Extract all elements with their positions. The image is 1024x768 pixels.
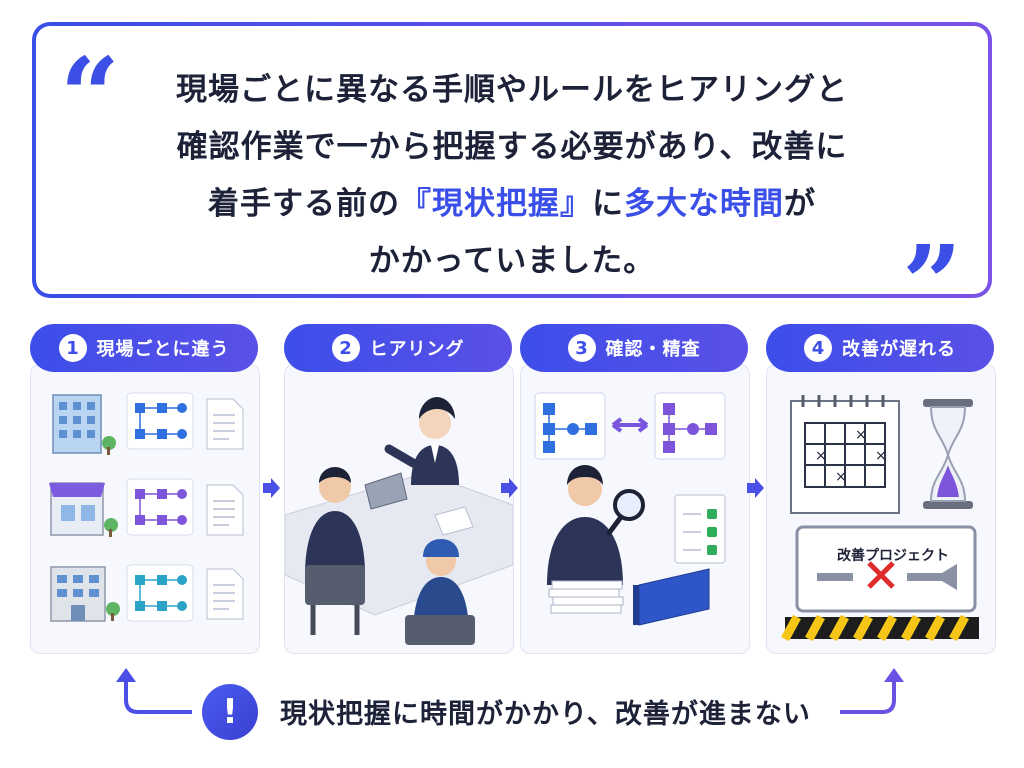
step-1-title: 現場ごとに違う — [96, 339, 230, 360]
step-1: 1 現場ごとに違う — [30, 324, 260, 654]
step-2: 2 ヒアリング — [284, 324, 514, 654]
delay-illustration: × × × × — [781, 395, 979, 642]
step-3-title: 確認・精査 — [605, 339, 701, 360]
step-3-number: 3 — [567, 334, 596, 362]
step-2-header: 2 ヒアリング — [284, 324, 512, 372]
hourglass-icon — [923, 399, 973, 509]
office-building-icon — [52, 394, 116, 455]
calendar-icon: × × × × — [790, 395, 900, 514]
laptop-icon — [364, 472, 408, 510]
bottom-message: 現状把握に時間がかかり、改善が進まない — [280, 699, 811, 730]
barrier-icon — [781, 614, 979, 642]
step-3-panel — [520, 364, 750, 654]
document-icon — [206, 568, 244, 620]
quote-line-2: 確認作業で一から把握する必要があり、改善に — [176, 129, 848, 165]
step-3: 3 確認・精査 — [520, 324, 750, 654]
sites-illustration — [49, 392, 244, 622]
flow-diagram-icon — [126, 564, 194, 622]
quote-line-3: 着手する前の『現状把握』に多大な時間が — [36, 176, 988, 233]
arrow-right-icon — [263, 478, 280, 498]
step-4-panel: × × × × 改善プロジェクト — [766, 364, 996, 654]
shop-building-icon — [49, 482, 118, 537]
document-icon — [206, 484, 244, 536]
project-sign-label: 改善プロジェクト — [837, 548, 949, 564]
quote-line-3-a: 着手する前の — [208, 186, 400, 222]
close-quote-icon: ” — [902, 222, 962, 345]
quote-line-4: かかっていました。 — [368, 243, 656, 279]
open-quote-icon: “ — [60, 34, 120, 157]
quote-line-3-c: が — [784, 186, 816, 222]
review-illustration — [534, 392, 726, 626]
quote-line-3-b: に — [592, 186, 624, 222]
project-sign-icon — [795, 525, 977, 613]
compare-arrows-icon — [611, 417, 649, 433]
flow-diagram-icon — [534, 392, 606, 460]
interviewer-person-icon — [384, 397, 459, 485]
svg-text:×: × — [875, 448, 887, 464]
quote-highlight-time: 多大な時間 — [624, 186, 784, 222]
step-1-header: 1 現場ごとに違う — [30, 324, 258, 372]
step-2-number: 2 — [331, 334, 360, 362]
quote-line-1: 現場ごとに異なる手順やルールをヒアリングと — [176, 72, 848, 108]
document-icon — [434, 506, 474, 536]
step-4-title: 改善が遅れる — [842, 339, 956, 360]
binder-icon — [633, 568, 710, 626]
paper-stack-icon — [548, 580, 624, 614]
step-4-header: 4 改善が遅れる — [766, 324, 994, 372]
reviewer-person-icon — [547, 465, 623, 585]
loop-arrow-left-icon — [116, 668, 192, 714]
step-2-title: ヒアリング — [369, 339, 465, 360]
flow-diagram-icon — [654, 392, 726, 460]
step-2-panel — [284, 364, 514, 654]
step-4-number: 4 — [804, 334, 832, 362]
step-4: × × × × 改善プロジェクト 4 — [766, 324, 996, 654]
warning-icon: ! — [202, 684, 258, 740]
arrow-right-icon — [747, 478, 764, 498]
svg-text:×: × — [815, 448, 827, 464]
checklist-icon — [674, 494, 726, 564]
magnifier-icon — [606, 489, 645, 536]
hotel-building-icon — [50, 566, 120, 622]
svg-text:×: × — [835, 469, 847, 485]
arrow-right-icon — [501, 478, 518, 498]
document-icon — [206, 398, 244, 450]
quote-text: 現場ごとに異なる手順やルールをヒアリングと 確認作業で一から把握する必要があり、… — [36, 62, 988, 290]
flow-diagram-icon — [126, 392, 194, 450]
step-1-number: 1 — [58, 334, 87, 362]
office-worker-person-icon — [305, 467, 365, 635]
quote-highlight-status: 『現状把握』 — [400, 186, 592, 222]
flow-diagram-icon — [126, 478, 194, 536]
svg-text:×: × — [855, 427, 867, 443]
step-1-panel — [30, 364, 260, 654]
step-3-header: 3 確認・精査 — [520, 324, 748, 372]
site-worker-person-icon — [405, 539, 475, 645]
loop-arrow-right-icon — [840, 668, 904, 714]
quote-box: “ 現場ごとに異なる手順やルールをヒアリングと 確認作業で一から把握する必要があ… — [32, 22, 992, 336]
hearing-meeting-illustration — [285, 397, 513, 645]
